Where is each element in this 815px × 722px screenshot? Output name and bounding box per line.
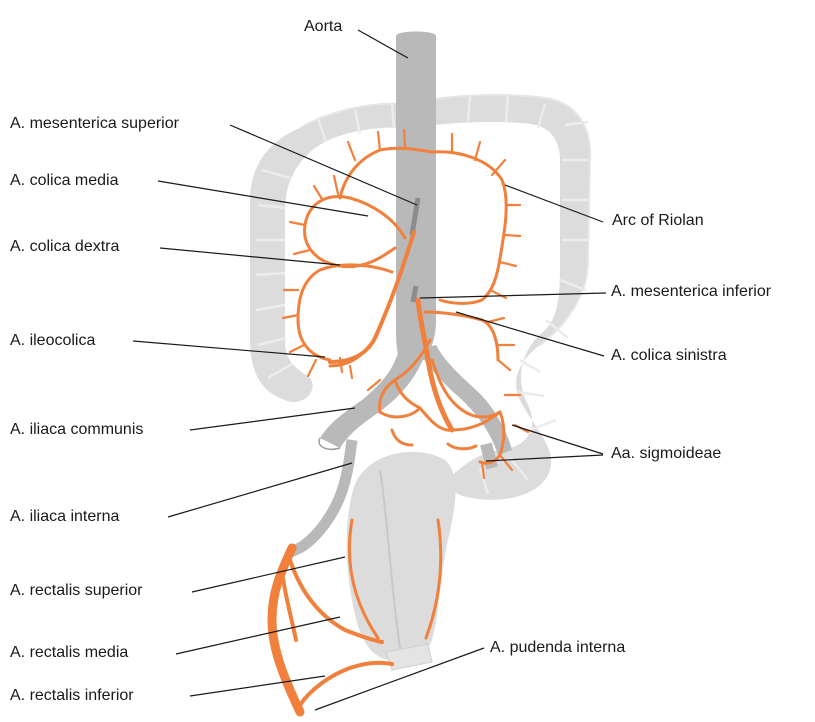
label-a-colica-sinistra: A. colica sinistra xyxy=(611,348,727,364)
leader-iliaca-interna xyxy=(168,463,352,517)
label-a-mesenterica-inferior: A. mesenterica inferior xyxy=(611,284,771,300)
label-a-pudenda-interna: A. pudenda interna xyxy=(490,640,625,656)
arc-of-riolan xyxy=(432,152,506,304)
leader-rectalis-media xyxy=(176,617,340,654)
leader-rectalis-inferior xyxy=(190,676,325,696)
label-a-rectalis-media: A. rectalis media xyxy=(10,645,128,661)
iliaca-interna-right xyxy=(290,440,352,552)
label-a-ileocolica: A. ileocolica xyxy=(10,333,95,349)
label-a-mesenterica-superior: A. mesenterica superior xyxy=(10,116,179,132)
colica-dextra-loop xyxy=(298,265,392,360)
label-a-iliaca-interna: A. iliaca interna xyxy=(10,509,119,525)
label-a-rectalis-inferior: A. rectalis inferior xyxy=(10,688,134,704)
leader-rectalis-superior xyxy=(192,557,345,592)
label-a-colica-media: A. colica media xyxy=(10,173,119,189)
colica-media-loop xyxy=(305,197,405,267)
label-a-iliaca-communis: A. iliaca communis xyxy=(10,422,143,438)
label-aorta: Aorta xyxy=(304,19,342,35)
rectum-body xyxy=(347,452,456,660)
label-a-rectalis-superior: A. rectalis superior xyxy=(10,583,143,599)
label-a-colica-dextra: A. colica dextra xyxy=(10,239,119,255)
sigmoid-small xyxy=(392,430,476,449)
label-arc-of-riolan: Arc of Riolan xyxy=(612,213,704,229)
label-aa-sigmoideae: Aa. sigmoideae xyxy=(611,446,721,462)
